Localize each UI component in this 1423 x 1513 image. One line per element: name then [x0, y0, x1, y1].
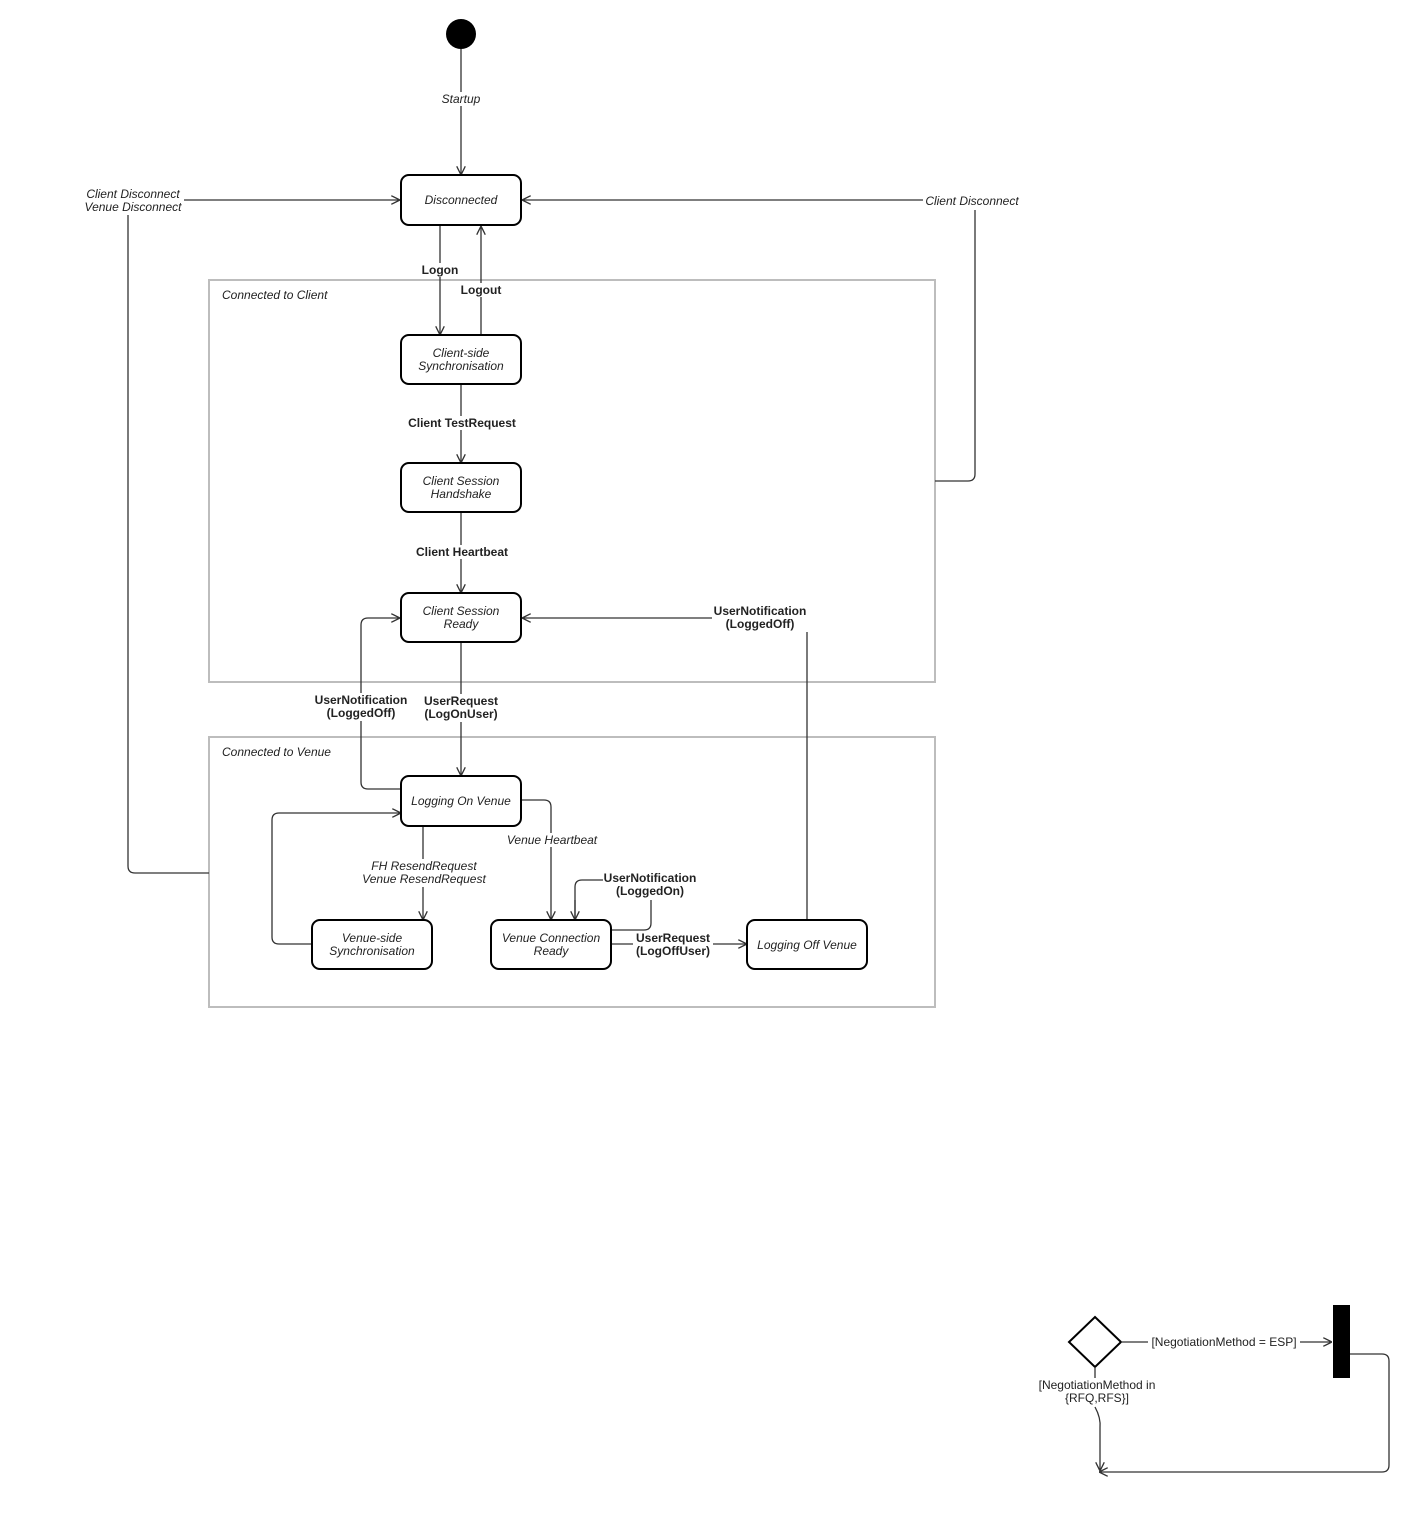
initial-state [446, 19, 476, 49]
state-logging-off-venue-label: Logging Off Venue [757, 938, 857, 952]
state-client-ready-label-2: Ready [444, 617, 480, 631]
region-venue-label: Connected to Venue [222, 745, 331, 759]
label-usernotif-loggedoff-right-2: (LoggedOff) [726, 617, 795, 631]
label-startup: Startup [442, 92, 481, 106]
region-connected-to-client [208, 279, 936, 683]
state-client-sync-label-2: Synchronisation [418, 359, 504, 373]
state-venue-ready[interactable]: Venue Connection Ready [490, 919, 612, 970]
state-venue-ready-label-2: Ready [534, 944, 570, 958]
client-region-to-right-line [935, 210, 976, 482]
label-userrequest-logon-2: (LogOnUser) [424, 707, 497, 721]
state-disconnected-label: Disconnected [425, 193, 498, 207]
venue-region-to-left-line [127, 215, 209, 874]
state-client-ready[interactable]: Client Session Ready [400, 592, 522, 643]
label-esp-guard: [NegotiationMethod = ESP] [1151, 1335, 1296, 1349]
state-logging-on-venue-label: Logging On Venue [411, 794, 511, 808]
region-client-label: Connected to Client [222, 288, 328, 302]
label-client-testrequest: Client TestRequest [408, 416, 516, 430]
label-usernotif-loggedoff-left-2: (LoggedOff) [327, 706, 396, 720]
label-userrequest-logoff-1: UserRequest [636, 931, 710, 945]
state-client-ready-label-1: Client Session [423, 604, 500, 618]
label-disconnect-left-2: Venue Disconnect [85, 200, 183, 214]
state-client-handshake-label-2: Handshake [431, 487, 492, 501]
label-rfq-guard-2: {RFQ,RFS}] [1065, 1391, 1129, 1405]
state-venue-ready-label-1: Venue Connection [502, 931, 601, 945]
state-logging-off-venue[interactable]: Logging Off Venue [746, 919, 868, 970]
label-usernotif-loggedon-1: UserNotification [604, 871, 697, 885]
label-usernotif-loggedon-2: (LoggedOn) [616, 884, 684, 898]
state-client-handshake-label-1: Client Session [423, 474, 500, 488]
label-resend-1: FH ResendRequest [371, 859, 477, 873]
label-venue-heartbeat: Venue Heartbeat [507, 833, 598, 847]
label-rfq-guard-1: [NegotiationMethod in [1039, 1378, 1156, 1392]
fork-bar [1333, 1305, 1350, 1378]
state-client-handshake[interactable]: Client Session Handshake [400, 462, 522, 513]
label-userrequest-logoff-2: (LogOffUser) [636, 944, 710, 958]
label-userrequest-logon-1: UserRequest [424, 694, 498, 708]
label-disconnect-left-1: Client Disconnect [86, 187, 180, 201]
state-disconnected[interactable]: Disconnected [400, 174, 522, 226]
decision-rfq-line-b [1094, 1406, 1100, 1470]
state-venue-sync-label-2: Synchronisation [329, 944, 415, 958]
decision-fragment: [NegotiationMethod = ESP] [NegotiationMe… [1039, 1305, 1390, 1472]
state-logging-on-venue[interactable]: Logging On Venue [400, 775, 522, 827]
label-disconnect-right: Client Disconnect [925, 194, 1019, 208]
transition-lines [127, 49, 976, 945]
venue-sync-return-transition [271, 813, 400, 945]
label-usernotif-loggedoff-right-1: UserNotification [714, 604, 807, 618]
state-venue-sync[interactable]: Venue-side Synchronisation [311, 919, 433, 970]
label-client-heartbeat: Client Heartbeat [416, 545, 508, 559]
label-logout: Logout [461, 283, 502, 297]
state-venue-sync-label-1: Venue-side [342, 931, 403, 945]
state-client-sync-label-1: Client-side [433, 346, 490, 360]
venue-heartbeat-transition [521, 799, 551, 919]
label-usernotif-loggedoff-left-1: UserNotification [315, 693, 408, 707]
region-connected-to-venue [208, 736, 936, 1008]
label-logon: Logon [422, 263, 459, 277]
loggedon-selfloop-line [574, 879, 652, 931]
fork-return-line [1100, 1353, 1390, 1472]
label-resend-2: Venue ResendRequest [362, 872, 486, 886]
state-client-sync[interactable]: Client-side Synchronisation [400, 334, 522, 385]
decision-node [1067, 1315, 1123, 1369]
